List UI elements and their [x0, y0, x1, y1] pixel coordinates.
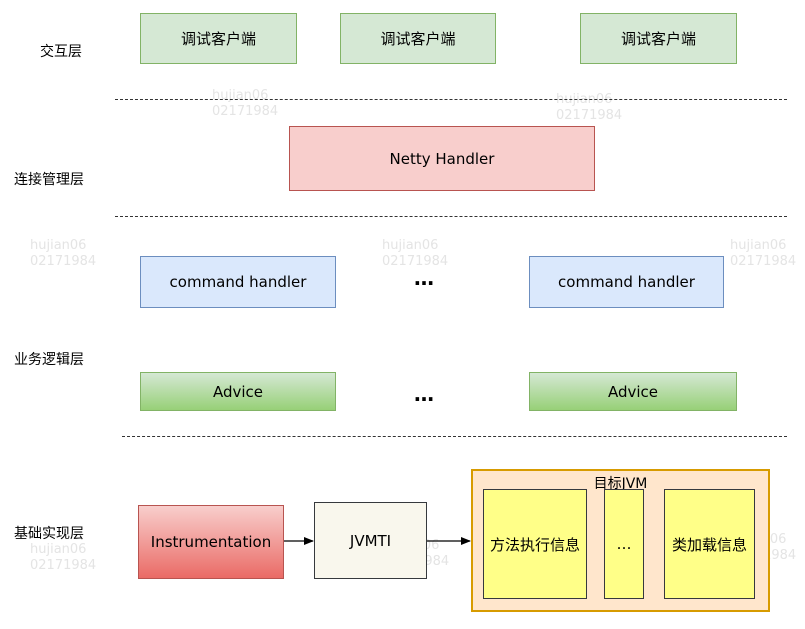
debug-client-box: 调试客户端 [140, 13, 297, 64]
class-loading-info-box: 类加载信息 [664, 489, 755, 599]
ellipsis: … [414, 382, 436, 406]
layer-label-foundation: 基础实现层 [14, 526, 84, 542]
command-handler-box: command handler [140, 256, 336, 308]
layer-separator [115, 216, 787, 217]
ellipsis: … [414, 266, 436, 290]
instrumentation-box: Instrumentation [138, 505, 284, 579]
netty-handler-box: Netty Handler [289, 126, 595, 191]
advice-box: Advice [140, 372, 336, 411]
layer-label-interaction: 交互层 [40, 44, 82, 60]
advice-box: Advice [529, 372, 737, 411]
method-execution-info-box: 方法执行信息 [483, 489, 587, 599]
layer-separator [122, 436, 787, 437]
layer-label-connection: 连接管理层 [14, 172, 84, 188]
target-jvm-title: 目标JVM [593, 476, 648, 492]
jvmti-box: JVMTI [314, 502, 427, 579]
debug-client-box: 调试客户端 [340, 13, 496, 64]
layer-separator [115, 99, 787, 100]
ellipsis-box: … [604, 489, 644, 599]
debug-client-box: 调试客户端 [580, 13, 737, 64]
layer-label-business: 业务逻辑层 [14, 352, 84, 368]
command-handler-box: command handler [529, 256, 724, 308]
